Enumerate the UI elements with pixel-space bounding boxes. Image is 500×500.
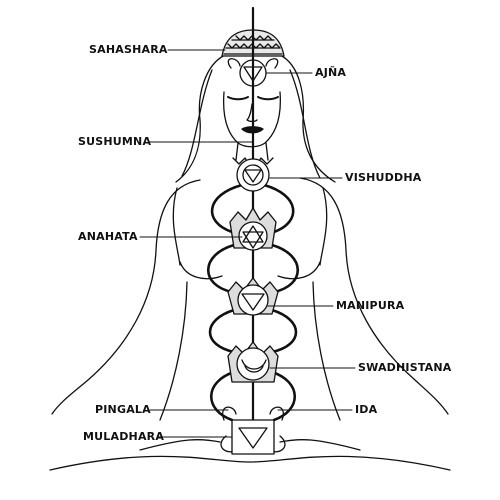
label-vishuddha: VISHUDDHA	[345, 171, 422, 184]
muladhara-symbol	[220, 406, 286, 455]
manipura-symbol	[227, 277, 279, 316]
ida-pingala-channels	[206, 183, 300, 422]
label-ida: IDA	[355, 403, 378, 416]
label-leader-lines	[139, 49, 356, 438]
hair-outline	[175, 54, 336, 183]
body-outline	[49, 177, 451, 471]
label-muladhara: MULADHARA	[83, 430, 165, 443]
label-pingala: PINGALA	[95, 403, 151, 416]
face	[222, 91, 281, 161]
label-ajna: AJÑA	[315, 66, 347, 79]
label-swadhistana: SWADHISTANA	[358, 361, 452, 374]
swadhistana-symbol	[227, 341, 279, 383]
anahata-symbol	[229, 207, 277, 251]
label-sushumna: SUSHUMNA	[78, 135, 152, 148]
label-anahata: ANAHATA	[78, 230, 138, 243]
vishuddha-symbol	[232, 157, 274, 192]
label-sahashara: SAHASHARA	[89, 43, 168, 56]
label-manipura: MANIPURA	[336, 299, 405, 312]
